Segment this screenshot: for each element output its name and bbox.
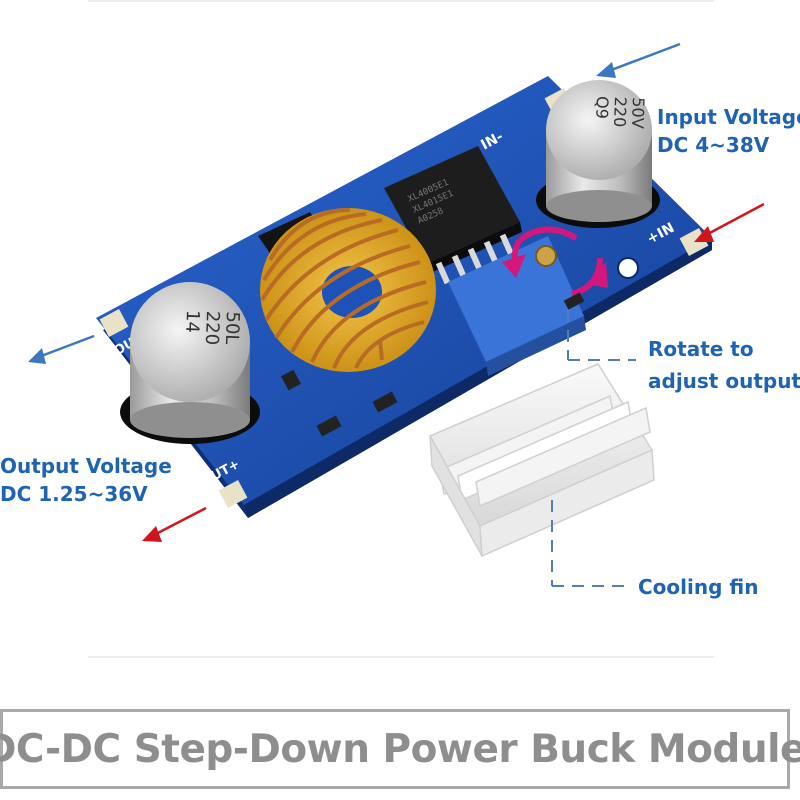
cap-right-marking-1: Q9 [592,96,612,119]
rotate-label: Rotate to adjust output [648,333,800,397]
rotate-label-line2: adjust output [648,369,800,393]
rotate-arrowhead-left [502,254,526,278]
rotate-leader-line [567,310,636,361]
heatsink [428,363,655,558]
bottom-divider [88,656,714,658]
regulator-chip: XL4005E1 XL4015E1 A0258 [384,146,522,285]
output-voltage-range: DC 1.25~36V [0,482,148,506]
chip-pins [435,233,515,285]
top-divider [88,0,714,2]
rotate-label-line1: Rotate to [648,337,754,361]
mounting-hole [617,257,639,279]
cooling-leader-line [551,500,630,587]
smd-resistor-2 [372,391,398,413]
rotate-arrowhead-right [586,262,608,288]
title-banner: DC-DC Step-Down Power Buck Module [0,709,800,789]
output-voltage-label: Output Voltage DC 1.25~36V [0,452,172,508]
cooling-fin-label: Cooling fin [638,574,758,600]
input-voltage-range: DC 4~38V [657,133,770,157]
smd-resistor-3 [563,292,585,310]
input-arrow-blue [596,42,681,78]
input-voltage-title: Input Voltage [657,105,800,129]
output-arrow-blue [28,334,95,364]
cap-right-marking-2: 220 [610,96,630,127]
page-title: DC-DC Step-Down Power Buck Module [0,726,800,772]
potentiometer [448,236,586,376]
input-voltage-label: Input Voltage DC 4~38V [657,103,800,159]
output-arrow-red [142,506,207,542]
cap-right-marking-3: 50V [628,97,648,129]
cap-left-marking-3: 50L [221,311,243,345]
cap-left-marking-1: 14 [181,310,203,334]
adjust-screw [535,245,557,267]
cooling-fin-text: Cooling fin [638,575,759,599]
pad-out-plus [218,480,248,508]
capacitor-input: Q9 220 50V [536,80,660,228]
smd-led [281,369,301,391]
cap-left-marking-2: 220 [201,310,223,345]
smd-resistor-1 [316,415,342,437]
capacitor-output: 14 220 50L [120,282,260,444]
input-arrow-red [694,202,765,242]
output-voltage-title: Output Voltage [0,454,172,478]
pad-out-minus [99,309,129,337]
toroid-inductor [260,208,436,372]
